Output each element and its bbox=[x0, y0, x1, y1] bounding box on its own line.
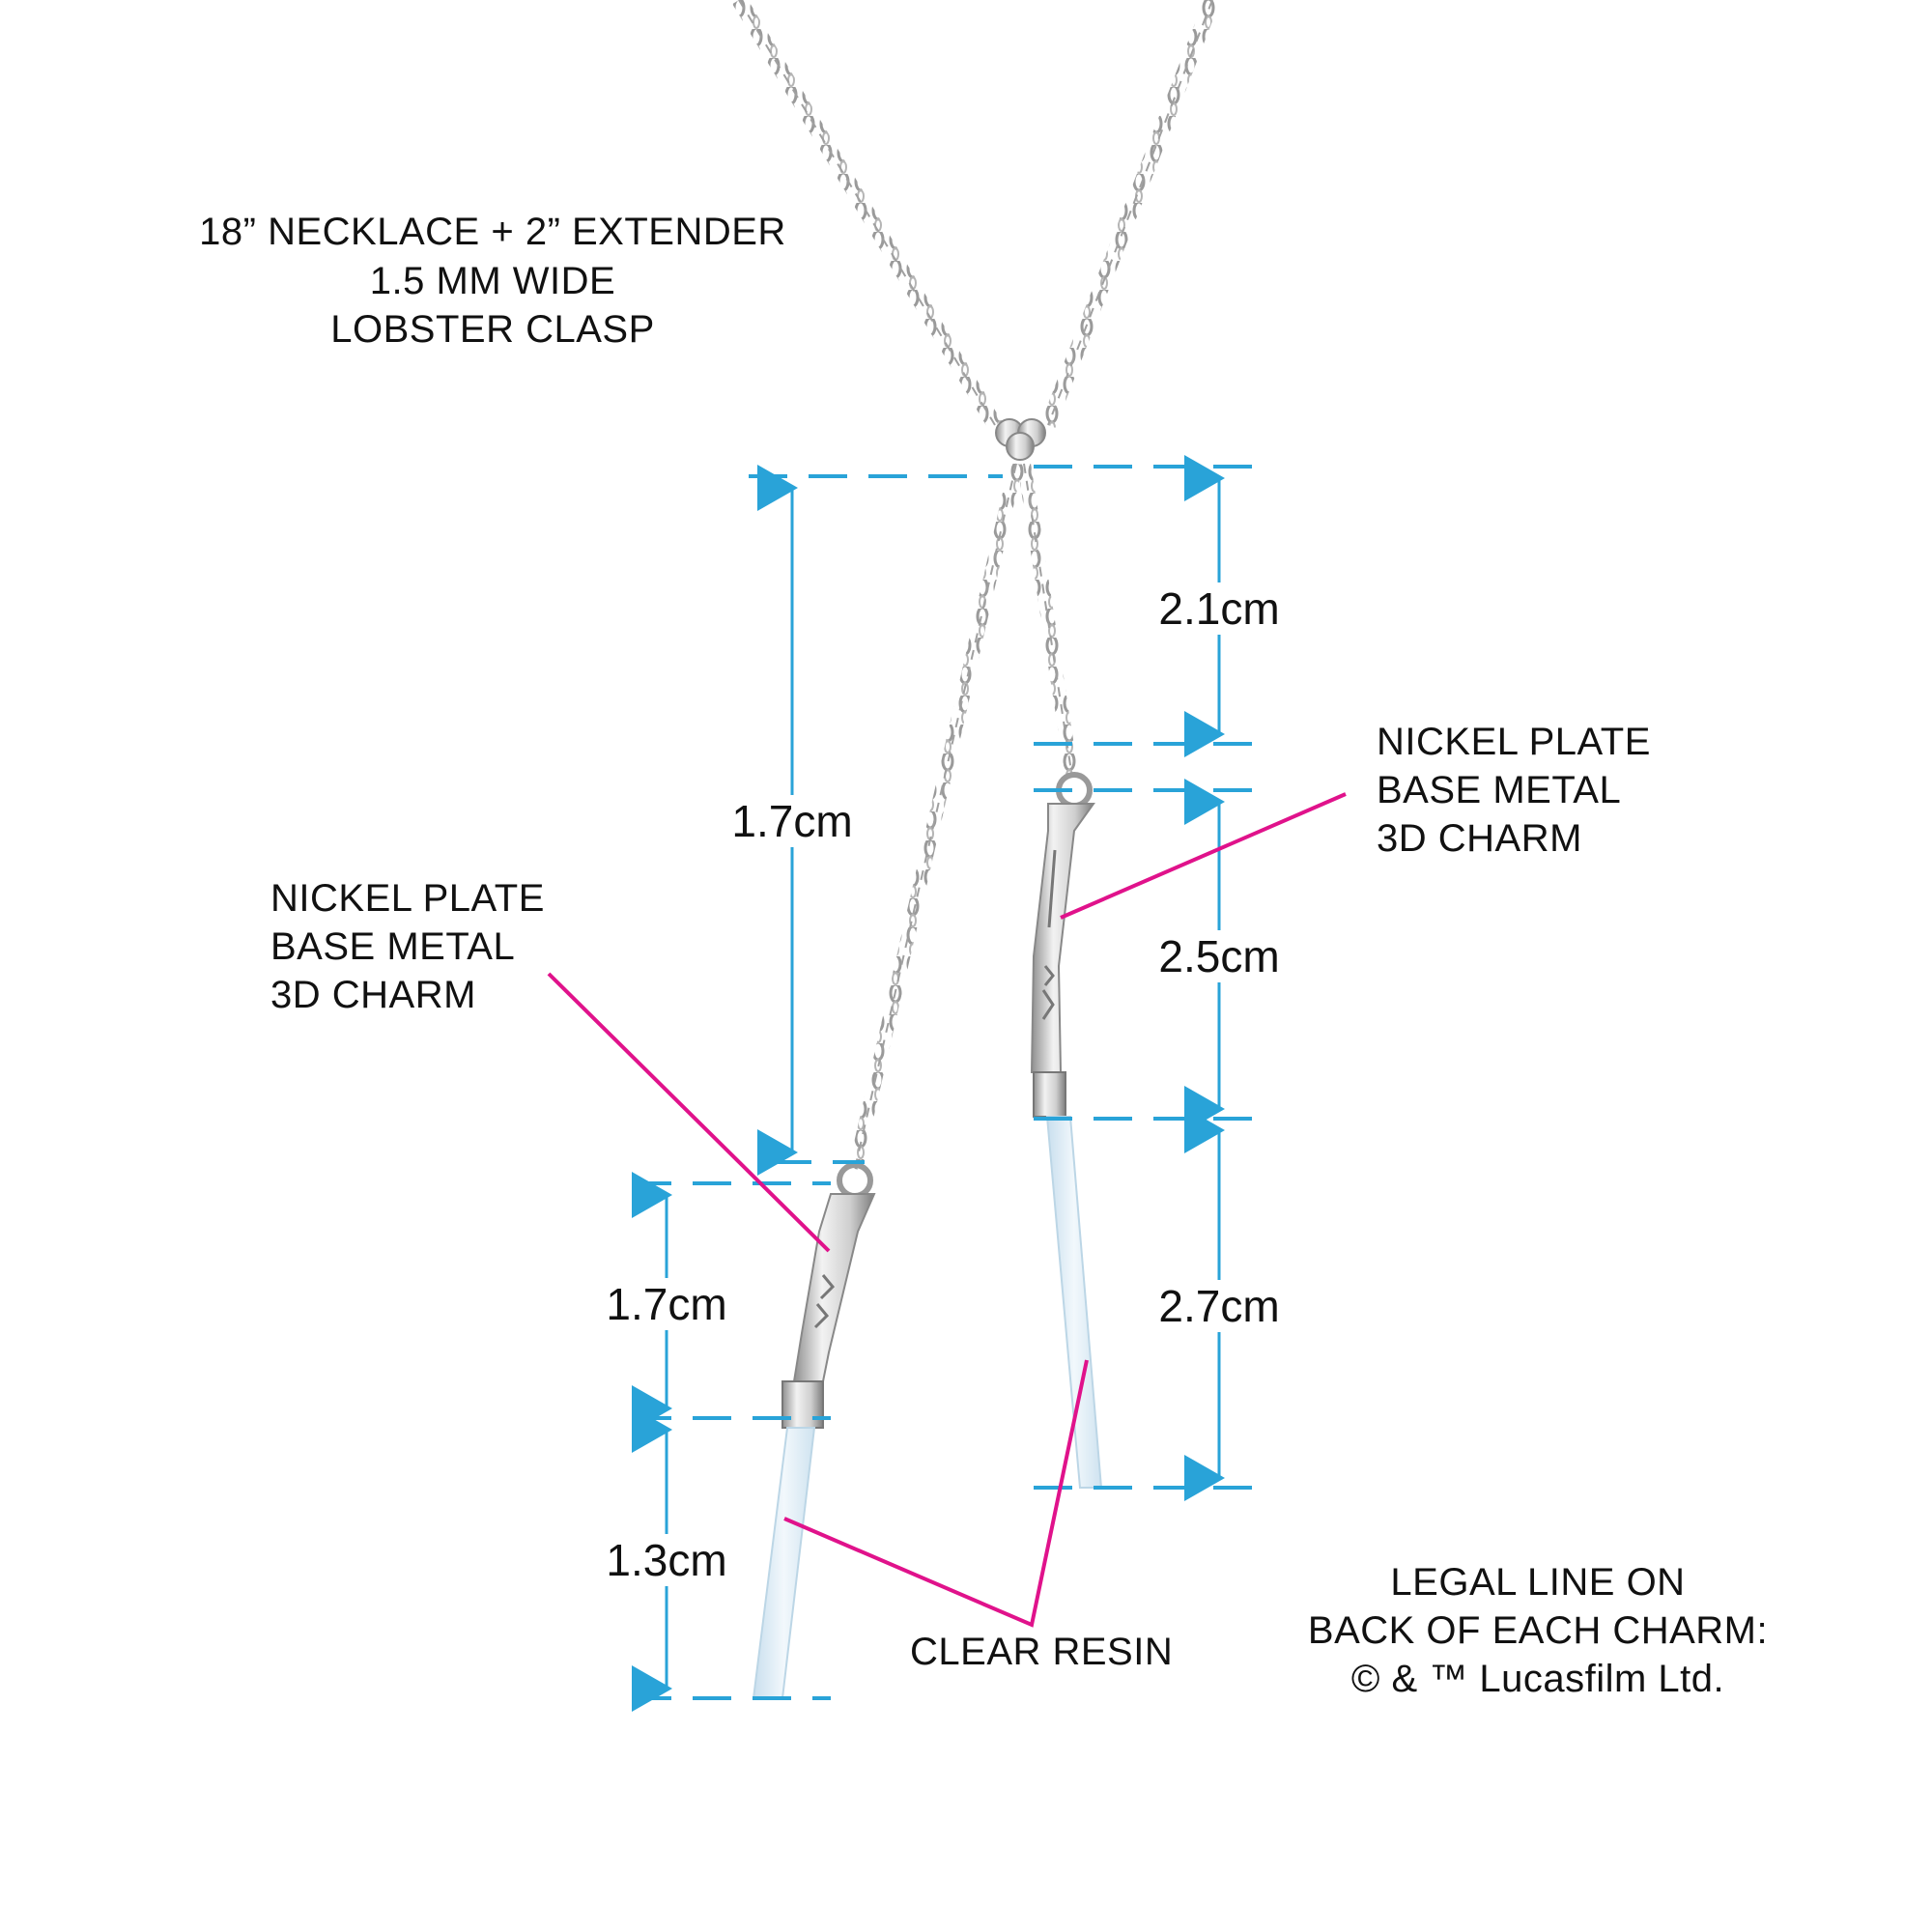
upper-chain bbox=[732, 0, 1220, 430]
callout-lines bbox=[547, 792, 1347, 1628]
legal-line-2: BACK OF EACH CHARM: bbox=[1307, 1609, 1769, 1652]
dimension-left-hilt: 1.7cm bbox=[600, 1278, 733, 1330]
dimension-guides bbox=[633, 465, 1261, 1700]
dimension-right-hilt: 2.5cm bbox=[1152, 930, 1286, 982]
left-charm-label-line1: NICKEL PLATE bbox=[270, 877, 545, 920]
dimension-left-chain: 1.7cm bbox=[725, 795, 859, 847]
chain-junction-connector bbox=[995, 418, 1046, 461]
left-drop-chain bbox=[848, 462, 1023, 1171]
right-charm-label-line1: NICKEL PLATE bbox=[1377, 721, 1651, 763]
spec-line-length: 18” NECKLACE + 2” EXTENDER bbox=[199, 211, 786, 253]
legal-line-1: LEGAL LINE ON bbox=[1390, 1561, 1686, 1604]
right-charm-label-line3: 3D CHARM bbox=[1377, 817, 1582, 860]
right-lightsaber-charm bbox=[1030, 772, 1103, 1489]
left-lightsaber-charm bbox=[752, 1162, 876, 1699]
dimension-right-chain: 2.1cm bbox=[1152, 582, 1286, 635]
spec-line-clasp: LOBSTER CLASP bbox=[330, 308, 655, 351]
right-charm-label-line2: BASE METAL bbox=[1377, 769, 1622, 811]
left-charm-label-line3: 3D CHARM bbox=[270, 974, 476, 1016]
right-drop-chain bbox=[1017, 462, 1079, 780]
clear-resin-label: CLEAR RESIN bbox=[910, 1631, 1174, 1673]
legal-line-3: © & ™ Lucasfilm Ltd. bbox=[1350, 1658, 1725, 1700]
dimension-arrows bbox=[632, 455, 1225, 1712]
left-charm-label-line2: BASE METAL bbox=[270, 925, 516, 968]
dimension-left-blade: 1.3cm bbox=[600, 1534, 733, 1586]
spec-line-width: 1.5 MM WIDE bbox=[369, 260, 616, 302]
dimension-right-blade: 2.7cm bbox=[1152, 1280, 1286, 1332]
